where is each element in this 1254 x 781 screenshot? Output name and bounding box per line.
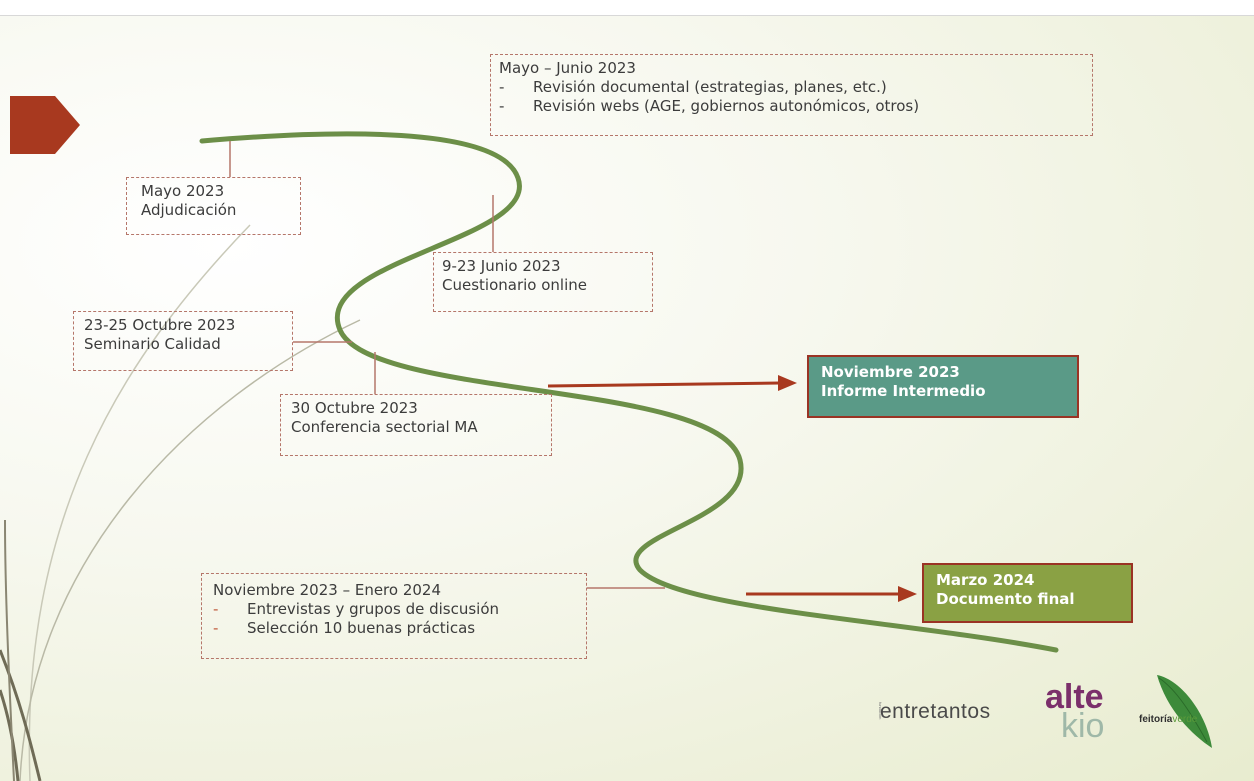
arrow-head-icon: [898, 586, 917, 602]
milestone-june-2023: 9-23 Junio 2023 Cuestionario online: [433, 252, 653, 312]
milestone-oct-2023-conference: 30 Octubre 2023 Conferencia sectorial MA: [280, 394, 552, 456]
milestone-label: Seminario Calidad: [84, 335, 221, 353]
milestone-nov-2023-jan-2024: Noviembre 2023 – Enero 2024 - Entrevistas…: [201, 573, 587, 659]
list-dash: -: [499, 97, 505, 115]
altekio-bottom-text: kio: [1061, 707, 1105, 745]
entretantos-prefix: fundación: [878, 702, 883, 720]
decor-swoosh-line: [0, 649, 42, 781]
decor-swoosh-line: [28, 224, 251, 781]
decor-swoosh-line: [4, 519, 15, 781]
list-dash: -: [213, 600, 219, 618]
list-item: Revisión documental (estrategias, planes…: [533, 78, 887, 96]
decor-swoosh-line: [0, 689, 20, 781]
milestone-label: Adjudicación: [141, 201, 237, 219]
arrow-tab-icon: [10, 96, 80, 154]
deliverable-label: Documento final: [936, 590, 1075, 608]
entretantos-logo: fundación entretantos: [878, 700, 991, 724]
leaf-icon: [1157, 675, 1212, 748]
top-divider: [0, 15, 1254, 16]
feitoria-verde-logo: feitoríaverde: [1137, 670, 1217, 750]
milestone-title: Mayo – Junio 2023: [499, 59, 636, 77]
milestone-label: Conferencia sectorial MA: [291, 418, 478, 436]
milestone-title: Noviembre 2023 – Enero 2024: [213, 581, 442, 599]
milestone-date: 9-23 Junio 2023: [442, 257, 561, 275]
deliverable-date: Marzo 2024: [936, 571, 1035, 589]
milestone-date: 23-25 Octubre 2023: [84, 316, 236, 334]
milestone-may-2023: Mayo 2023 Adjudicación: [126, 177, 301, 235]
milestone-may-june-2023: Mayo – Junio 2023 - Revisión documental (…: [490, 54, 1093, 136]
arrow-head-icon: [778, 375, 797, 391]
list-dash: -: [499, 78, 505, 96]
deliverable-interim-report: Noviembre 2023 Informe Intermedio: [807, 355, 1079, 418]
entretantos-text: entretantos: [880, 700, 991, 723]
feitoria-text: feitoría: [1139, 714, 1173, 725]
list-item: Revisión webs (AGE, gobiernos autonómico…: [533, 97, 920, 115]
list-dash: -: [213, 619, 219, 637]
altekio-logo: alte kio: [1045, 678, 1115, 746]
altekio-top-text: alte: [1045, 678, 1104, 716]
deliverable-date: Noviembre 2023: [821, 363, 960, 381]
arrow-line: [547, 381, 781, 388]
milestone-label: Cuestionario online: [442, 276, 587, 294]
milestone-date: 30 Octubre 2023: [291, 399, 418, 417]
verde-text: verde: [1172, 714, 1198, 725]
timeline-curve: [199, 131, 1059, 653]
list-item: Selección 10 buenas prácticas: [247, 619, 476, 637]
list-item: Entrevistas y grupos de discusión: [247, 600, 500, 618]
deliverable-final-document: Marzo 2024 Documento final: [922, 563, 1133, 623]
milestone-oct-2023-seminar: 23-25 Octubre 2023 Seminario Calidad: [73, 311, 293, 371]
decor-swoosh-line: [19, 319, 361, 781]
deliverable-label: Informe Intermedio: [821, 382, 986, 400]
milestone-date: Mayo 2023: [141, 182, 225, 200]
